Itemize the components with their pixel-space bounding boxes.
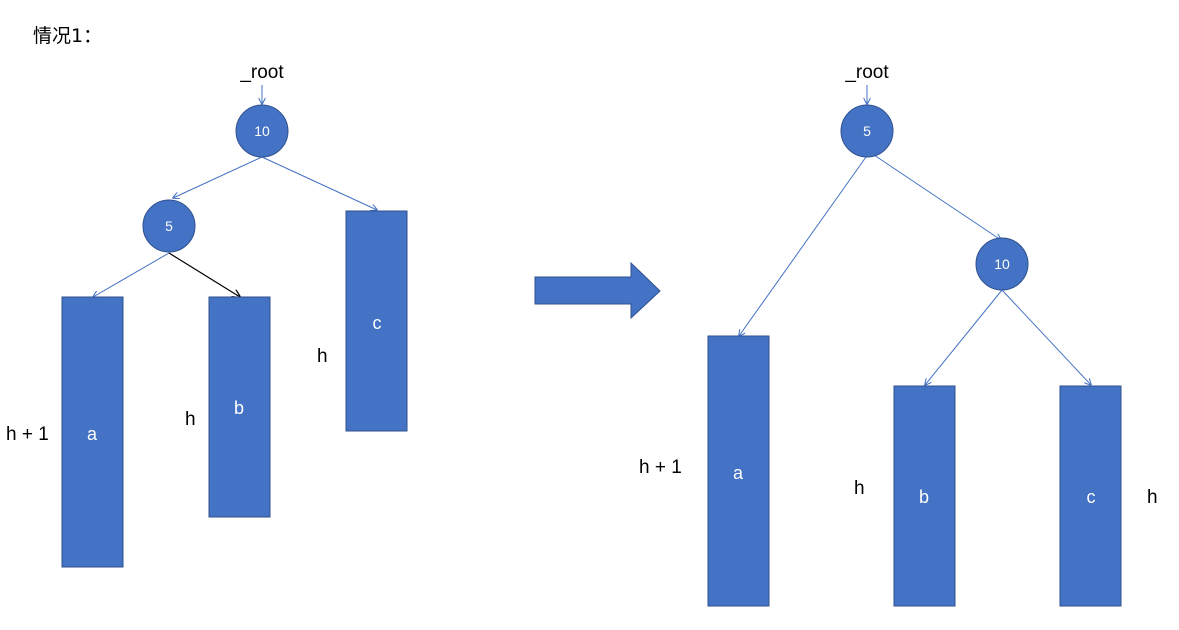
before-edge-10-to-5: [173, 156, 263, 198]
after-edge-10-to-b: [925, 289, 1003, 385]
before-subtree-a-label: a: [87, 424, 98, 444]
before-height-c: h: [317, 346, 328, 367]
after-node-5: 5: [840, 104, 894, 158]
before-node-10: 10: [235, 104, 289, 158]
after-subtree-a: a: [707, 335, 770, 607]
before-subtree-b-label: b: [234, 398, 244, 418]
after-subtree-b: b: [893, 385, 956, 607]
before-edge-5-to-b-highlight: [168, 252, 240, 297]
after-subtree-b-label: b: [919, 487, 929, 507]
after-subtree-c: c: [1059, 385, 1122, 607]
after-node-10: 10: [975, 237, 1029, 291]
after-tree: _root 5 10 a b c h + 1 h: [639, 62, 1158, 607]
case-heading: 情况1：: [33, 25, 102, 47]
after-node-10-label: 10: [994, 256, 1010, 272]
before-tree: _root 10 5 a b c h + 1 h: [6, 62, 408, 568]
before-edge-5-to-a: [93, 252, 170, 297]
after-height-b: h: [854, 478, 865, 499]
after-edge-10-to-c: [1001, 289, 1091, 385]
right-arrow-icon: [534, 261, 661, 320]
before-node-10-label: 10: [254, 123, 270, 139]
after-subtree-c-label: c: [1087, 487, 1096, 507]
after-height-c: h: [1147, 487, 1158, 508]
after-node-5-label: 5: [863, 123, 871, 139]
before-height-a: h + 1: [6, 424, 49, 445]
before-subtree-a: a: [61, 296, 124, 568]
before-node-5-label: 5: [165, 218, 173, 234]
before-node-5: 5: [142, 199, 196, 253]
before-edge-10-to-c: [261, 156, 377, 210]
after-subtree-a-label: a: [733, 463, 744, 483]
before-root-label: _root: [239, 62, 284, 83]
after-root-label: _root: [844, 62, 889, 83]
after-edge-5-to-a: [739, 156, 867, 336]
after-height-a: h + 1: [639, 457, 682, 478]
before-height-b: h: [185, 409, 196, 430]
before-subtree-b: b: [208, 296, 271, 518]
after-edge-5-to-10: [873, 154, 1001, 240]
before-subtree-c: c: [345, 210, 408, 432]
before-subtree-c-label: c: [373, 313, 382, 333]
